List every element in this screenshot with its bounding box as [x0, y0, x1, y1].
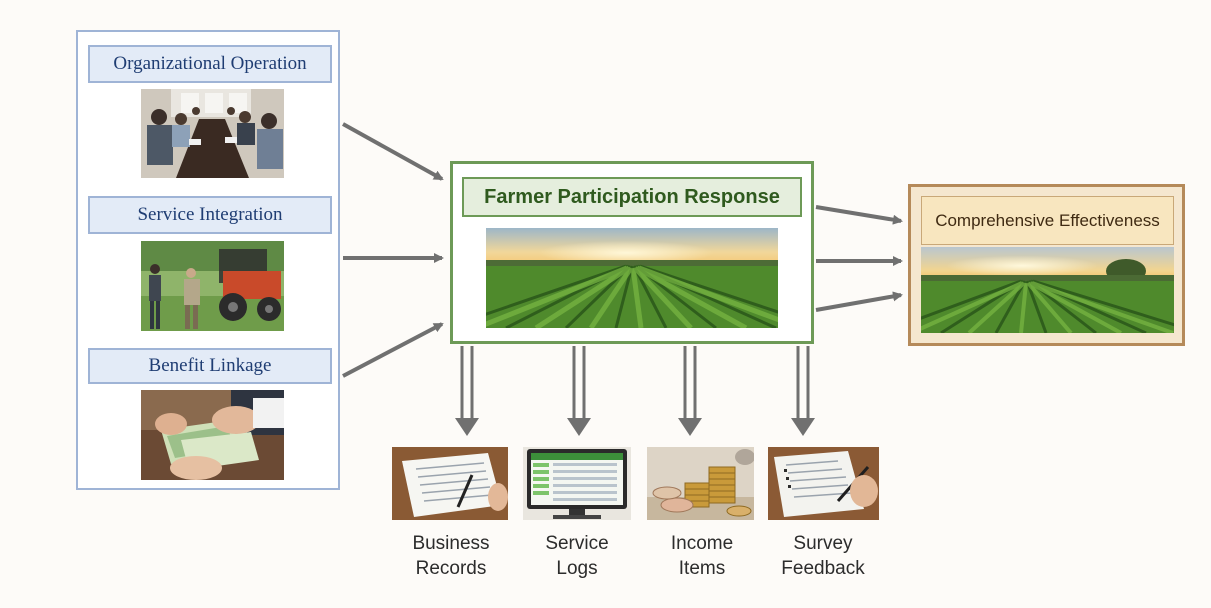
- crop-field-sunrise-photo: [486, 228, 778, 328]
- service-logs-caption: Service Logs: [522, 531, 632, 581]
- monitor-logs-photo: [523, 447, 631, 520]
- survey-feedback-line2: Feedback: [781, 558, 865, 579]
- clipboard-records-photo: [392, 447, 508, 520]
- comprehensive-effectiveness-label: Comprehensive Effectiveness: [921, 196, 1174, 245]
- service-logs-line1: Service: [545, 533, 609, 554]
- arrow-benefit-to-center: [342, 322, 444, 378]
- tractor-field-photo: [141, 241, 284, 331]
- cash-exchange-photo: [141, 390, 284, 480]
- arrow-org-to-center: [342, 122, 444, 181]
- arrow-to-survey-feedback: [791, 418, 815, 436]
- arrow-to-business-records: [455, 418, 479, 436]
- service-integration-label: Service Integration: [88, 196, 332, 234]
- business-records-line1: Business: [412, 533, 490, 554]
- meeting-photo: [141, 89, 284, 178]
- arrow-center-to-right-1: [815, 205, 903, 225]
- benefit-linkage-label: Benefit Linkage: [88, 348, 332, 384]
- farmer-participation-label: Farmer Participation Response: [462, 177, 802, 217]
- income-items-line2: Items: [678, 558, 726, 579]
- arrow-to-income-items: [678, 418, 702, 436]
- organizational-operation-label: Organizational Operation: [88, 45, 332, 83]
- survey-feedback-caption: Survey Feedback: [768, 531, 878, 581]
- coins-photo: [647, 447, 754, 520]
- business-records-caption: Business Records: [396, 531, 506, 581]
- income-items-line1: Income: [670, 533, 734, 554]
- survey-feedback-line1: Survey: [793, 533, 853, 554]
- arrow-center-to-right-3: [815, 291, 903, 312]
- survey-form-photo: [768, 447, 879, 520]
- business-records-line2: Records: [415, 558, 487, 579]
- income-items-caption: Income Items: [647, 531, 757, 581]
- crop-field-sunset-photo: [921, 247, 1174, 333]
- arrow-to-service-logs: [567, 418, 591, 436]
- service-logs-line2: Logs: [556, 558, 598, 579]
